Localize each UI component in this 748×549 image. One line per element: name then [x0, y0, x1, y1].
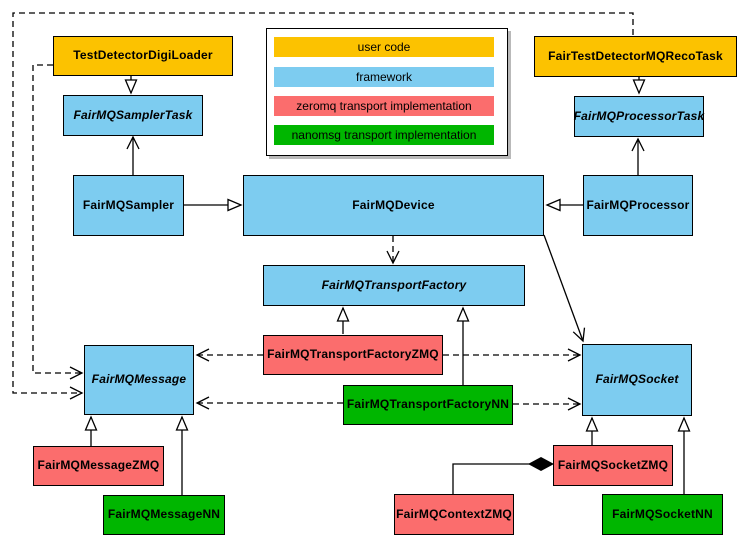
- legend-item-framework: framework: [274, 67, 494, 87]
- class-box-fairmqsocketzmq: FairMQSocketZMQ: [553, 445, 673, 486]
- class-box-fairmqmessage: FairMQMessage: [84, 345, 194, 415]
- class-box-fairmqsocket: FairMQSocket: [582, 344, 692, 416]
- legend-item-zeromq: zeromq transport implementation: [274, 96, 494, 116]
- edge-device-socket: [543, 234, 586, 343]
- legend-item-user-code: user code: [274, 37, 494, 57]
- edge-contextzmq-socketzmq: [452, 463, 530, 494]
- class-box-fairmqtransportfactory: FairMQTransportFactory: [263, 265, 525, 306]
- composition-diamond-icon: [528, 457, 554, 471]
- class-box-fairmqsamplertask: FairMQSamplerTask: [63, 95, 203, 136]
- class-box-fairtestdetectormqrecotask: FairTestDetectorMQRecoTask: [534, 36, 737, 77]
- edge-digiloader-message: [32, 64, 84, 380]
- class-box-fairmqprocessor: FairMQProcessor: [583, 175, 693, 236]
- legend-item-nanomsg: nanomsg transport implementation: [274, 125, 494, 145]
- class-box-fairmqtransportfactoryzmq: FairMQTransportFactoryZMQ: [263, 335, 443, 375]
- class-box-fairmqmessagenn: FairMQMessageNN: [103, 495, 225, 535]
- class-box-fairmqtransportfactorynn: FairMQTransportFactoryNN: [343, 385, 513, 425]
- class-box-fairmqprocessortask: FairMQProcessorTask: [574, 96, 704, 137]
- class-box-fairmqsocketnn: FairMQSocketNN: [602, 494, 723, 535]
- class-box-fairmqcontextzmq: FairMQContextZMQ: [394, 494, 514, 535]
- class-box-fairmqsampler: FairMQSampler: [73, 175, 184, 236]
- class-box-testdetectordigiloader: TestDetectorDigiLoader: [53, 36, 233, 76]
- class-box-fairmqdevice: FairMQDevice: [243, 175, 544, 236]
- class-box-fairmqmessagezmq: FairMQMessageZMQ: [33, 446, 164, 486]
- edge-recotask-message: [12, 12, 634, 400]
